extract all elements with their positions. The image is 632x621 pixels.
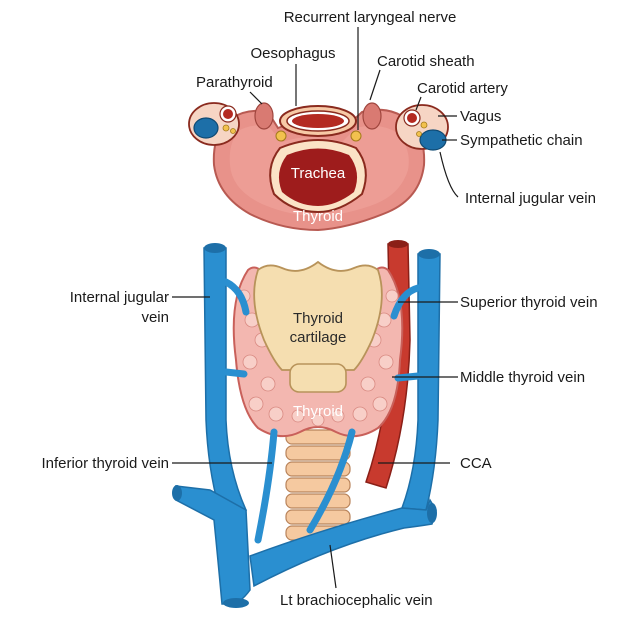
cricoid-cartilage bbox=[290, 364, 346, 392]
parathyroid-right bbox=[363, 103, 381, 129]
carotid-sheath-label: Carotid sheath bbox=[377, 53, 475, 70]
lt-brachiocephalic-vein-label: Lt brachiocephalic vein bbox=[280, 592, 433, 609]
internal-jugular-left-label-1: Internal jugular bbox=[70, 289, 169, 306]
thyroid-cartilage-label-2: cartilage bbox=[290, 329, 347, 346]
middle-thyroid-vein-label: Middle thyroid vein bbox=[460, 369, 585, 386]
carotid-artery-label: Carotid artery bbox=[417, 80, 508, 97]
cross-section: Trachea Thyroid Recurrent laryngeal nerv… bbox=[189, 9, 596, 230]
thyroid-bottom-label: Thyroid bbox=[293, 403, 343, 420]
parathyroid-label: Parathyroid bbox=[196, 74, 273, 91]
inferior-thyroid-vein-label: Inferior thyroid vein bbox=[41, 455, 169, 472]
parathyroid-left bbox=[255, 103, 273, 129]
superior-thyroid-vein-label: Superior thyroid vein bbox=[460, 294, 598, 311]
internal-jugular-vein-top-label: Internal jugular vein bbox=[465, 190, 596, 207]
thyroid-cartilage-label-1: Thyroid bbox=[293, 310, 343, 327]
internal-jugular-left-label-2: vein bbox=[141, 309, 169, 326]
recurrent-nerve-left bbox=[276, 131, 286, 141]
carotid-sheath-left bbox=[189, 103, 239, 145]
inferior-thyroid-vein-left bbox=[258, 432, 274, 540]
carotid-sheath-right bbox=[396, 105, 448, 150]
recurrent-nerve-right bbox=[351, 131, 361, 141]
trachea-rings bbox=[286, 430, 350, 540]
trachea-label: Trachea bbox=[291, 165, 346, 182]
oesophagus-label: Oesophagus bbox=[250, 45, 335, 62]
sympathetic-chain-label: Sympathetic chain bbox=[460, 132, 583, 149]
thyroid-top-label: Thyroid bbox=[293, 208, 343, 225]
recurrent-laryngeal-nerve-label: Recurrent laryngeal nerve bbox=[284, 9, 457, 26]
vagus-label: Vagus bbox=[460, 108, 501, 125]
front-view: Thyroid cartilage Thyroid Internal jugul… bbox=[41, 240, 597, 609]
cca-label: CCA bbox=[460, 455, 492, 472]
middle-thyroid-vein-left bbox=[226, 372, 244, 374]
